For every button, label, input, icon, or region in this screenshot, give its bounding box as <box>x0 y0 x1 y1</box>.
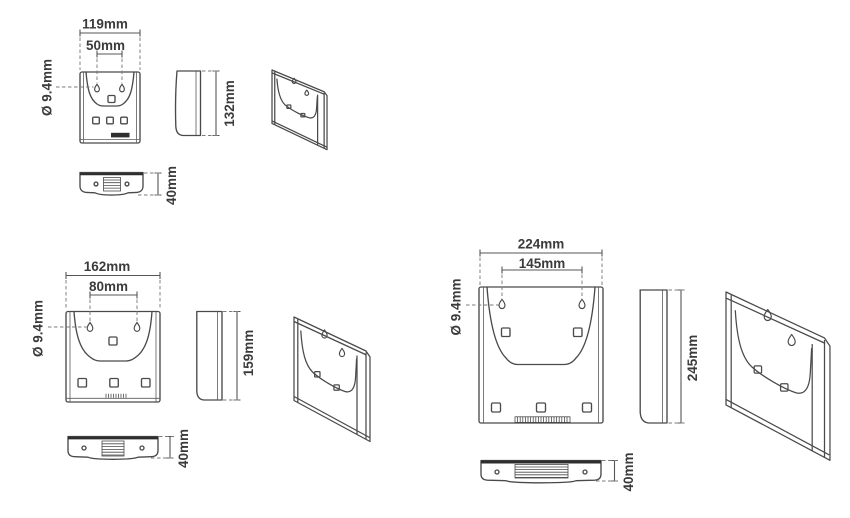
large-centre-cutouts <box>500 327 583 338</box>
large-keyhole-right <box>578 298 586 310</box>
large-keyhole-left <box>498 298 506 310</box>
small-height-label: 132mm <box>222 80 237 127</box>
large-dimensions: 224mm 145mm Ø 9.4mm 245mm 40mm <box>449 237 701 492</box>
small-dimensions: 119mm 50mm Ø 9.4mm 132mm 40mm <box>40 17 238 206</box>
small-front-view <box>79 71 141 144</box>
medium-width-label: 162mm <box>84 259 131 274</box>
large-bottom-view <box>480 459 602 484</box>
small-bottom-slot <box>111 132 130 138</box>
small-centres-label: 50mm <box>86 38 125 53</box>
holder-small: 119mm 50mm Ø 9.4mm 132mm 40mm <box>40 17 328 206</box>
small-hole-diameter-label: Ø 9.4mm <box>40 59 55 116</box>
large-grip-hatch <box>514 464 569 479</box>
small-width-label: 119mm <box>82 17 128 32</box>
medium-height-label: 159mm <box>241 330 256 377</box>
medium-keyhole-left <box>86 321 94 332</box>
small-centre-cutout <box>107 94 116 104</box>
holder-medium: 162mm 80mm Ø 9.4mm 159mm 40mm <box>31 259 371 468</box>
large-3d-view <box>726 292 830 460</box>
small-bottom-cutouts <box>92 116 128 125</box>
large-front-view <box>478 286 604 424</box>
medium-side-view <box>196 310 223 401</box>
medium-centres-label: 80mm <box>89 279 128 294</box>
medium-bottom-cutouts <box>77 377 151 388</box>
medium-hole-diameter-label: Ø 9.4mm <box>31 300 46 357</box>
small-side-view <box>174 70 202 137</box>
medium-bottom-view <box>67 435 159 460</box>
medium-depth-label: 40mm <box>176 429 191 468</box>
small-depth-label: 40mm <box>164 166 179 205</box>
medium-front-view <box>65 310 161 403</box>
medium-bottom-slot <box>105 393 127 398</box>
large-height-label: 245mm <box>685 335 700 382</box>
small-grip-hatch <box>103 177 121 192</box>
large-bottom-cutouts <box>490 402 593 413</box>
large-side-view <box>639 289 668 424</box>
medium-grip-hatch <box>101 440 125 457</box>
large-bottom-slot <box>514 416 571 423</box>
holder-large: 224mm 145mm Ø 9.4mm 245mm 40mm <box>449 237 830 492</box>
large-width-label: 224mm <box>518 237 565 252</box>
small-bottom-view <box>79 171 144 196</box>
large-depth-label: 40mm <box>621 452 636 491</box>
medium-keyhole-right <box>133 321 141 332</box>
small-keyhole-right <box>119 83 125 93</box>
large-hole-diameter-label: Ø 9.4mm <box>449 278 464 335</box>
medium-centre-cutout <box>108 336 118 346</box>
medium-3d-view <box>294 317 370 442</box>
small-3d-view <box>272 70 327 150</box>
large-centres-label: 145mm <box>519 256 566 271</box>
small-keyhole-left <box>94 83 100 93</box>
medium-dimensions: 162mm 80mm Ø 9.4mm 159mm 40mm <box>31 259 257 468</box>
